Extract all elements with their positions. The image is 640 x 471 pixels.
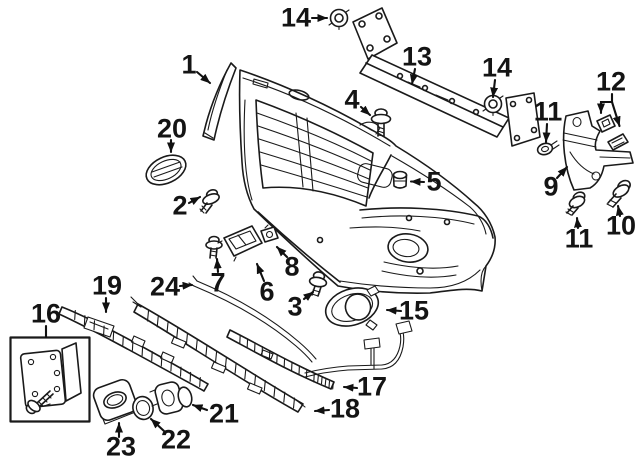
callout-21[interactable]: 21 xyxy=(208,398,240,429)
oring-drawing-22 xyxy=(132,395,154,421)
leader-13 xyxy=(409,67,418,86)
leader-2 xyxy=(187,195,202,206)
callout-5[interactable]: 5 xyxy=(426,166,442,197)
callout-13[interactable]: 13 xyxy=(401,41,433,72)
fog-bezel-drawing-15 xyxy=(324,285,380,331)
callout-7[interactable]: 7 xyxy=(210,267,226,298)
callout-22[interactable]: 22 xyxy=(160,424,192,455)
callout-23[interactable]: 23 xyxy=(105,431,137,462)
leader-22 xyxy=(149,417,166,433)
harness-drawing-17 xyxy=(304,320,413,378)
callout-4[interactable]: 4 xyxy=(344,84,360,115)
bolt-drawing-4 xyxy=(370,108,392,137)
leader-5 xyxy=(409,177,426,186)
callout-14-top[interactable]: 14 xyxy=(280,2,312,33)
leader-3 xyxy=(302,290,315,301)
badge-oval-drawing xyxy=(145,154,187,186)
leader-lines xyxy=(44,14,624,439)
callout-10[interactable]: 10 xyxy=(605,210,637,241)
leader-24 xyxy=(178,281,194,290)
license-bracket-box-drawing-16 xyxy=(9,336,91,423)
leader-7 xyxy=(213,257,222,274)
leader-6 xyxy=(255,262,266,283)
callout-8[interactable]: 8 xyxy=(284,251,300,282)
impact-bar-drawing xyxy=(352,7,541,147)
corner-trim-drawing xyxy=(202,62,237,141)
clip-drawing-11-upper xyxy=(536,140,560,156)
leader-11-upper xyxy=(542,122,551,144)
callout-14-right[interactable]: 14 xyxy=(481,52,513,83)
fastener-drawing-5 xyxy=(392,170,408,189)
screw-drawing-11-lower xyxy=(565,191,586,216)
leader-9 xyxy=(555,165,569,180)
callout-12[interactable]: 12 xyxy=(595,66,627,97)
callout-18[interactable]: 18 xyxy=(329,393,361,424)
callout-11-upper[interactable]: 11 xyxy=(533,96,563,127)
screw-drawing-2 xyxy=(199,188,220,214)
callout-3[interactable]: 3 xyxy=(287,291,303,322)
sensor-bezel-drawing-23 xyxy=(92,378,139,425)
leader-12b xyxy=(610,100,621,128)
leader-21 xyxy=(191,403,209,412)
clip-drawing-12b xyxy=(607,133,629,151)
nut-drawing-14-right xyxy=(482,94,504,117)
leader-14-right xyxy=(490,78,499,99)
parking-sensor-drawing-21 xyxy=(149,381,193,415)
callout-16[interactable]: 16 xyxy=(30,298,62,329)
callout-20[interactable]: 20 xyxy=(156,113,188,144)
nut-drawing-14-top xyxy=(328,8,350,31)
leader-8 xyxy=(275,245,289,259)
callout-19[interactable]: 19 xyxy=(91,270,123,301)
bolt-drawing-10 xyxy=(606,179,631,208)
callout-11-lower[interactable]: 11 xyxy=(564,223,594,254)
hatch-ticks xyxy=(74,309,334,409)
valance-strip-drawing-18 xyxy=(130,296,306,413)
callout-6[interactable]: 6 xyxy=(259,276,275,307)
leader-17 xyxy=(342,383,359,392)
clip-drawing-8 xyxy=(260,224,279,243)
callout-15[interactable]: 15 xyxy=(398,295,430,326)
leader-18 xyxy=(313,406,331,415)
callout-1[interactable]: 1 xyxy=(181,49,197,80)
leader-1 xyxy=(195,70,212,85)
leader-4 xyxy=(359,105,372,117)
callout-24[interactable]: 24 xyxy=(149,271,181,302)
bracket-drawing-6 xyxy=(217,225,263,262)
leader-11-lower xyxy=(573,216,582,230)
screw-drawing-3 xyxy=(308,271,328,297)
leader-15 xyxy=(385,306,403,315)
leader-10 xyxy=(615,204,624,218)
leader-12a xyxy=(597,92,614,115)
bracket-drawing-9 xyxy=(562,110,634,191)
callout-2[interactable]: 2 xyxy=(172,190,188,221)
callout-9[interactable]: 9 xyxy=(543,171,559,202)
screw-drawing-16 xyxy=(25,390,54,415)
callout-17[interactable]: 17 xyxy=(356,371,388,402)
bumper-cover-drawing xyxy=(202,62,496,294)
